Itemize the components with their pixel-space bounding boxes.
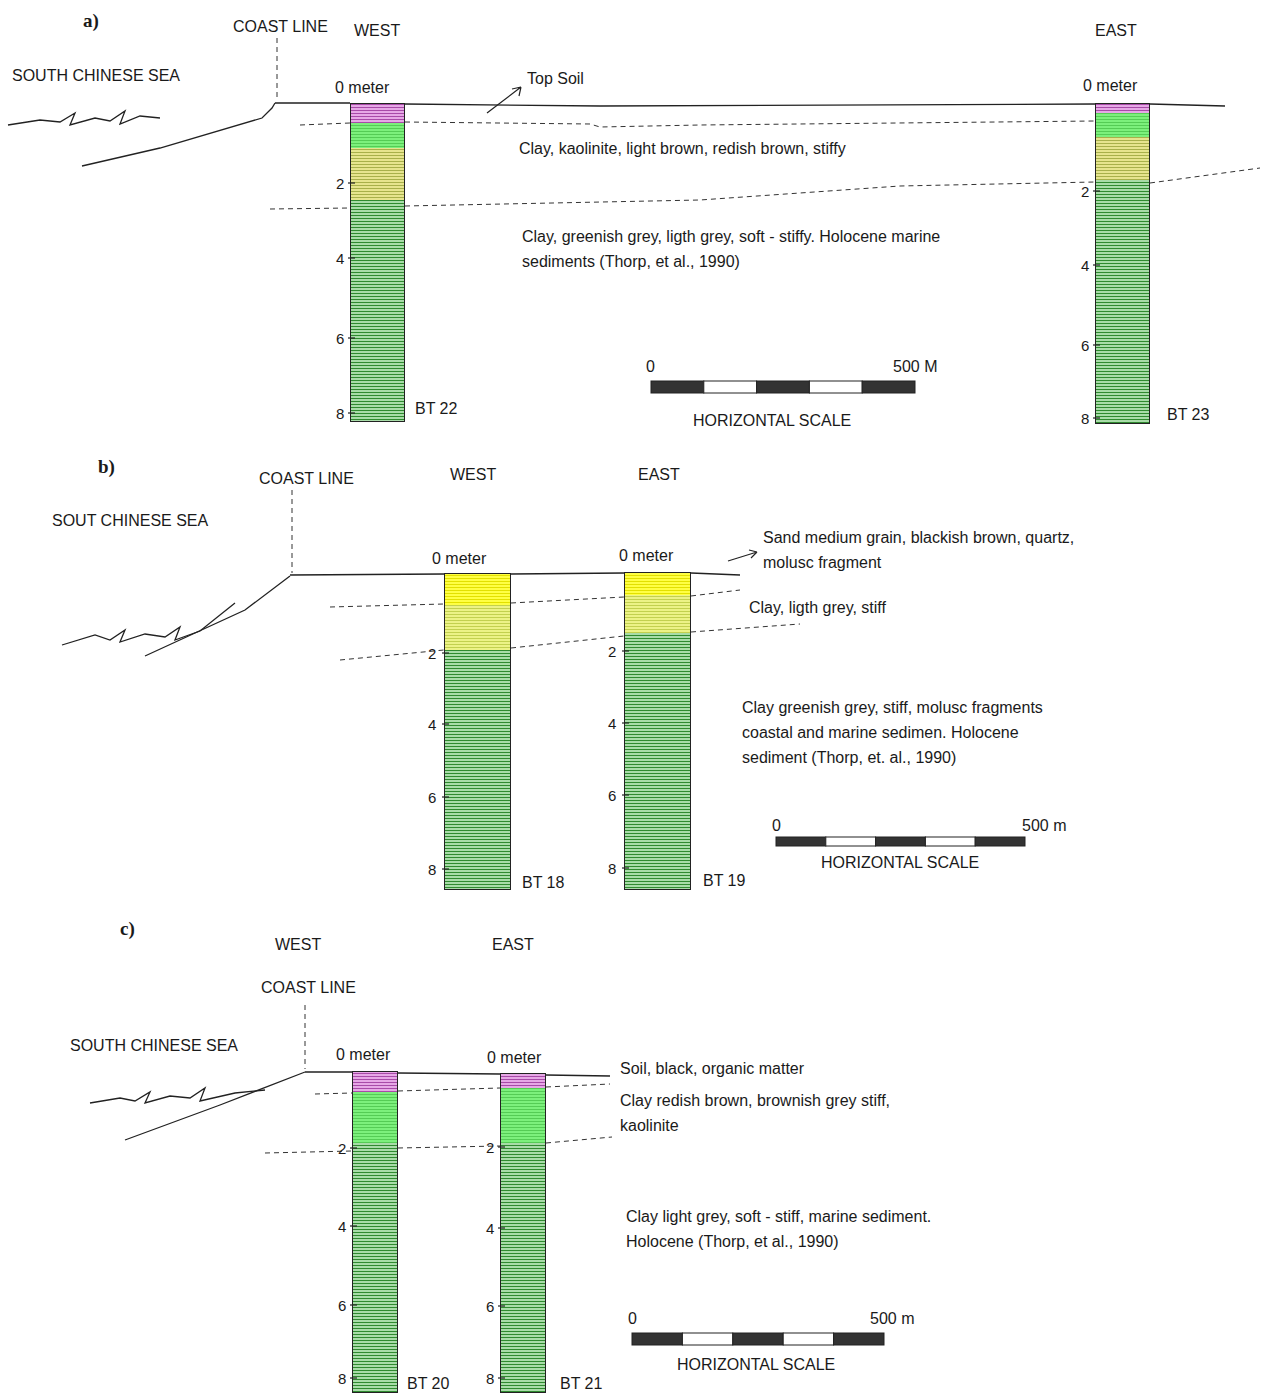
annotation: Clay, ligth grey, stiff [749, 595, 886, 620]
borehole-id: BT 22 [415, 396, 457, 421]
depth-number: 8 [336, 401, 344, 426]
depth-number: 2 [428, 641, 436, 666]
depth-number: 4 [336, 246, 344, 271]
depth-number: 8 [1081, 406, 1089, 431]
panel-letter: c) [120, 916, 135, 941]
annotation: EAST [638, 462, 680, 487]
borehole-id: BT 19 [703, 868, 745, 893]
annotation: EAST [492, 932, 534, 957]
depth-number: 6 [338, 1293, 346, 1318]
annotation: Clay, greenish grey, ligth grey, soft - … [522, 224, 980, 274]
depth-number: 4 [486, 1216, 494, 1241]
panel-letter: b) [98, 454, 115, 479]
annotation: 0 [772, 813, 781, 838]
depth-number: 6 [1081, 333, 1089, 358]
borehole-column: 0 meterBT 21 [500, 1073, 546, 1393]
annotation: 500 M [893, 354, 937, 379]
borehole-column: 0 meterBT 20 [352, 1071, 398, 1393]
annotation: Clay greenish grey, stiff, molusc fragme… [742, 695, 1082, 770]
borehole-id: BT 21 [560, 1371, 602, 1396]
depth-number: 2 [608, 639, 616, 664]
leader-arrows [487, 87, 757, 561]
depth-number: 2 [486, 1135, 494, 1160]
borehole-id: BT 18 [522, 870, 564, 895]
depth-number: 4 [1081, 253, 1089, 278]
annotation: WEST [450, 462, 496, 487]
annotation: COAST LINE [261, 975, 356, 1000]
annotation: Soil, black, organic matter [620, 1056, 804, 1081]
annotation: 500 m [870, 1306, 914, 1331]
annotation: HORIZONTAL SCALE [693, 408, 851, 433]
borehole-id: BT 20 [407, 1371, 449, 1396]
depth-number: 2 [338, 1136, 346, 1161]
annotation: 500 m [1022, 813, 1066, 838]
borehole-column: 0 meterBT 22 [350, 103, 405, 422]
depth-number: 8 [608, 856, 616, 881]
depth-number: 2 [336, 171, 344, 196]
depth-ticks [348, 183, 1100, 1378]
depth-number: 8 [486, 1366, 494, 1391]
annotation: HORIZONTAL SCALE [821, 850, 979, 875]
annotation: WEST [275, 932, 321, 957]
annotation: SOUTH CHINESE SEA [70, 1033, 238, 1058]
layer-boundaries [265, 38, 1260, 1153]
annotation: Clay, kaolinite, light brown, redish bro… [519, 136, 846, 161]
depth-number: 8 [428, 857, 436, 882]
depth-number: 2 [1081, 179, 1089, 204]
annotation: WEST [354, 18, 400, 43]
depth-number: 4 [428, 712, 436, 737]
annotation: Sand medium grain, blackish brown, quart… [763, 525, 1108, 575]
depth-number: 4 [338, 1214, 346, 1239]
coast-and-ground [8, 103, 1225, 1140]
annotation: SOUT CHINESE SEA [52, 508, 208, 533]
depth-zero-label: 0 meter [487, 1045, 541, 1070]
depth-zero-label: 0 meter [335, 75, 389, 100]
borehole-layers [350, 103, 1150, 1393]
annotation: HORIZONTAL SCALE [677, 1352, 835, 1377]
depth-number: 6 [336, 326, 344, 351]
depth-zero-label: 0 meter [336, 1042, 390, 1067]
annotation: EAST [1095, 18, 1137, 43]
annotation: Top Soil [527, 66, 584, 91]
borehole-column: 0 meterBT 19 [624, 572, 691, 890]
panel-letter: a) [83, 8, 99, 33]
depth-number: 6 [428, 785, 436, 810]
depth-zero-label: 0 meter [1083, 73, 1137, 98]
depth-number: 4 [608, 711, 616, 736]
depth-zero-label: 0 meter [432, 546, 486, 571]
depth-number: 6 [486, 1294, 494, 1319]
depth-number: 6 [608, 783, 616, 808]
borehole-column: 0 meterBT 18 [444, 573, 511, 890]
borehole-column: 0 meterBT 23 [1095, 103, 1150, 424]
borehole-id: BT 23 [1167, 402, 1209, 427]
depth-zero-label: 0 meter [619, 543, 673, 568]
depth-number: 8 [338, 1366, 346, 1391]
annotation: COAST LINE [259, 466, 354, 491]
annotation: 0 [628, 1306, 637, 1331]
annotation: SOUTH CHINESE SEA [12, 63, 180, 88]
annotation: Clay redish brown, brownish grey stiff, … [620, 1088, 920, 1138]
annotation: Clay light grey, soft - stiff, marine se… [626, 1204, 958, 1254]
annotation: COAST LINE [233, 14, 328, 39]
annotation: 0 [646, 354, 655, 379]
